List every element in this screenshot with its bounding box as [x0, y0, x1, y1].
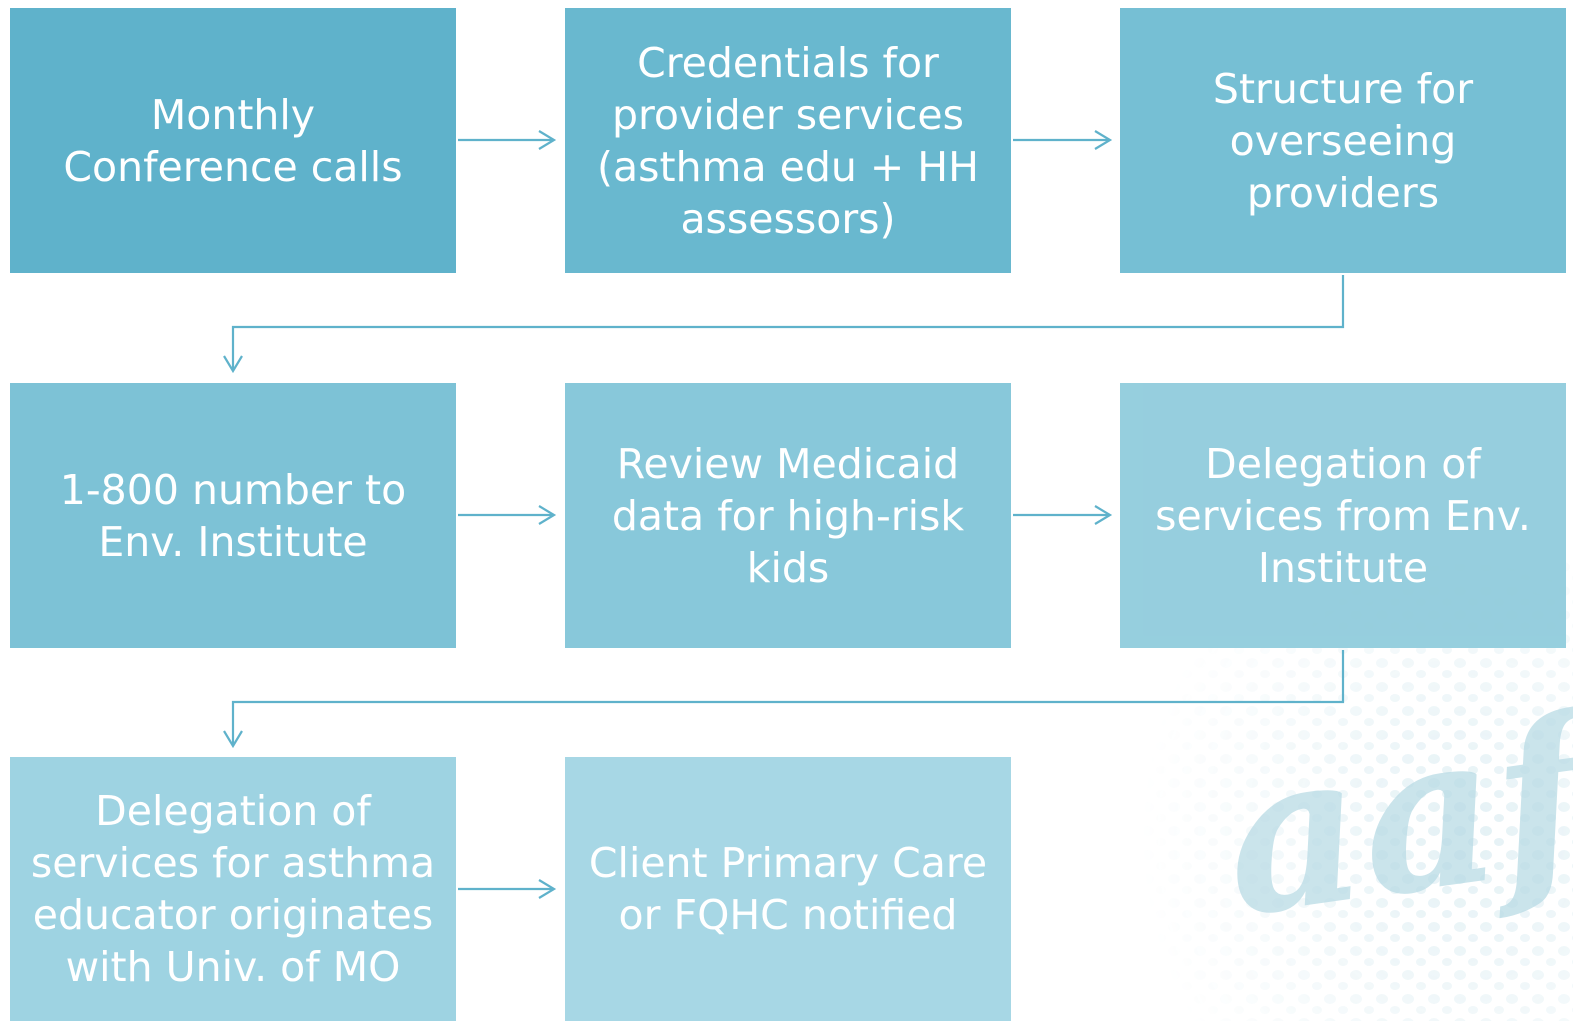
arrow-4-to-5: [458, 505, 557, 525]
step-credentials-provider-services: Credentials for provider services (asthm…: [565, 8, 1011, 273]
step-structure-overseeing-providers: Structure for overseeing providers: [1120, 8, 1566, 273]
step-label: Credentials for provider services (asthm…: [597, 38, 979, 243]
step-client-primary-care-notified: Client Primary Care or FQHC notified: [565, 757, 1011, 1021]
arrow-1-to-2: [458, 130, 557, 150]
step-delegation-env-institute: Delegation of services from Env. Institu…: [1120, 383, 1566, 648]
elbow-arrow-6-to-7: [223, 650, 1345, 749]
elbow-arrow-3-to-4: [223, 275, 1345, 374]
step-delegation-asthma-educator: Delegation of services for asthma educat…: [10, 757, 456, 1021]
step-label: 1-800 number to Env. Institute: [59, 465, 407, 566]
arrow-5-to-6: [1013, 505, 1113, 525]
step-label: Delegation of services for asthma educat…: [30, 787, 436, 991]
step-label: Client Primary Care or FQHC notified: [588, 839, 988, 939]
step-label: Structure for overseeing providers: [1212, 64, 1474, 217]
step-review-medicaid-data: Review Medicaid data for high-risk kids: [565, 383, 1011, 648]
arrow-2-to-3: [1013, 130, 1113, 150]
step-label: Monthly Conference calls: [63, 90, 403, 191]
step-label: Delegation of services from Env. Institu…: [1155, 439, 1531, 592]
arrow-7-to-8: [458, 879, 557, 899]
step-monthly-conference-calls: Monthly Conference calls: [10, 8, 456, 273]
step-1-800-number: 1-800 number to Env. Institute: [10, 383, 456, 648]
step-label: Review Medicaid data for high-risk kids: [611, 439, 965, 592]
